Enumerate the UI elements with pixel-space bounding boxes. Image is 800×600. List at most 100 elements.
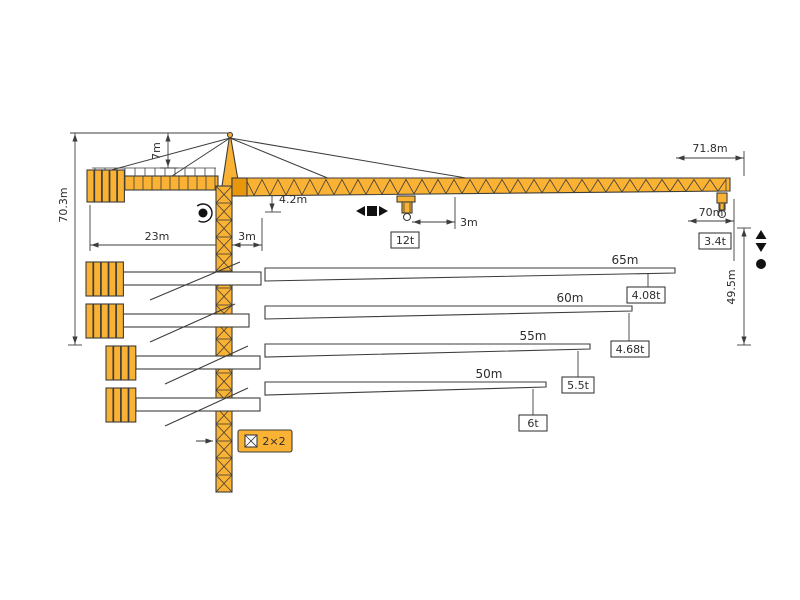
apex-frame (221, 132, 240, 187)
mast-icon-brace-2 (244, 434, 258, 448)
tip-hook-housing (716, 192, 728, 204)
left-arrow-icon (356, 206, 365, 216)
tip-load-value: 3.4t (704, 235, 726, 248)
dim-arrowhead (725, 218, 733, 224)
counterweight-slab (105, 345, 114, 381)
lattice-line (215, 202, 233, 221)
jib-variant-55m-load-badge: 5.5t (561, 376, 595, 394)
jib-option-60m (264, 305, 633, 320)
counterweight-slab (116, 169, 125, 203)
hook-dot-icon (756, 259, 766, 269)
ballast-slash (149, 303, 236, 343)
dim-arrowhead (253, 242, 261, 248)
mast-section-label: 2×2 (262, 435, 285, 448)
trolley-travel-icon (356, 206, 388, 216)
ballast-slash (164, 387, 249, 427)
hook-travel-icon (755, 230, 767, 269)
load-box-60m (610, 340, 650, 358)
jib-variant-60m-load-badge: 4.68t (610, 340, 650, 358)
ballast-jib-bar (122, 313, 250, 328)
lattice-line (215, 457, 233, 476)
jib-variant-65m-length: 65m (612, 253, 639, 267)
dim-counterjib-radius: 23m (145, 230, 170, 243)
dim-arrowhead (741, 336, 747, 344)
dim-rear-offset: 3m (238, 230, 256, 243)
dim-min-trolley-radius: 3m (460, 216, 478, 229)
tip-load-box (698, 232, 732, 250)
counterweight-block (86, 169, 125, 203)
dimension-lines (68, 132, 751, 444)
lattice-line (215, 474, 233, 493)
dim-arrowhead (269, 203, 275, 211)
counterweight-slab (85, 261, 94, 297)
pendant-lines (103, 137, 479, 181)
jib-option-65m (264, 267, 676, 282)
counterweight-slab (100, 261, 109, 297)
max-load-value: 12t (396, 234, 415, 247)
jib-length-options (264, 267, 676, 396)
pendant-line (103, 137, 231, 173)
pendant-line (171, 137, 231, 177)
counterweight-slab (108, 303, 117, 339)
counterweight-slab (115, 303, 124, 339)
trolley-square-icon (367, 206, 377, 216)
tip-load-badge: 3.4t (698, 232, 732, 250)
dim-max-radius: 71.8m (692, 142, 727, 155)
trolley (396, 195, 416, 203)
jib-variant-50m-length: 50m (476, 367, 503, 381)
trolley-hook-housing (401, 201, 413, 214)
counterweight-slab (113, 345, 122, 381)
counterweight-slab (86, 169, 95, 203)
mast-section-badge: 2×2 (237, 429, 293, 453)
max-load-badge: 12t (390, 231, 420, 249)
ballast-jib-bar (135, 397, 261, 412)
jib-variant-60m-load: 4.68t (616, 343, 645, 356)
dim-arrowhead (72, 134, 78, 142)
up-arrow-icon (755, 230, 767, 239)
pendant-line (229, 137, 479, 181)
counterweight-slab (128, 345, 137, 381)
lattice-line (215, 236, 233, 255)
counterweight-slab (85, 303, 94, 339)
pendant-line (229, 137, 331, 180)
jib-variant-65m-load-badge: 4.08t (626, 286, 666, 304)
lattice-line (215, 338, 233, 357)
max-load-box (390, 231, 420, 249)
dim-arrowhead (205, 438, 213, 444)
down-arrow-icon (755, 243, 767, 252)
ballast-options (85, 261, 262, 427)
dim-arrowhead (689, 218, 697, 224)
counterweight-slab (120, 387, 129, 423)
slewing-arc (196, 203, 213, 223)
dim-arrowhead (413, 219, 421, 225)
dim-arrowhead (91, 242, 99, 248)
tip-hook-icon (717, 209, 727, 219)
jib-variant-65m-load: 4.08t (632, 289, 661, 302)
tip-hook-block (716, 192, 728, 219)
jib-variant-55m-load: 5.5t (567, 379, 589, 392)
counterweight-slab (109, 169, 118, 203)
counterweight-slab (93, 303, 102, 339)
jib (231, 177, 731, 197)
counterweight-slab (93, 261, 102, 297)
ballast-jib-bar (122, 271, 262, 286)
slewing-dot (198, 208, 208, 218)
trolley-hook-icon (402, 212, 412, 222)
lattice-line (215, 423, 233, 442)
dim-arrowhead (72, 336, 78, 344)
jib-variant-60m-length: 60m (557, 291, 584, 305)
ballast-jib-bar (135, 355, 261, 370)
dim-arrowhead (741, 229, 747, 237)
dim-total-height: 70.3m (57, 187, 70, 222)
apex-pulley (226, 131, 234, 139)
lattice-line (215, 440, 233, 459)
dim-apex-rise: 7m (150, 142, 163, 160)
dim-arrowhead (165, 159, 171, 167)
lattice-line (215, 219, 233, 238)
counterweight-slab (101, 169, 110, 203)
ballast-slash (149, 261, 241, 301)
load-box-50m (518, 414, 548, 432)
jib-foot-section (231, 177, 248, 197)
load-box-55m (561, 376, 595, 394)
